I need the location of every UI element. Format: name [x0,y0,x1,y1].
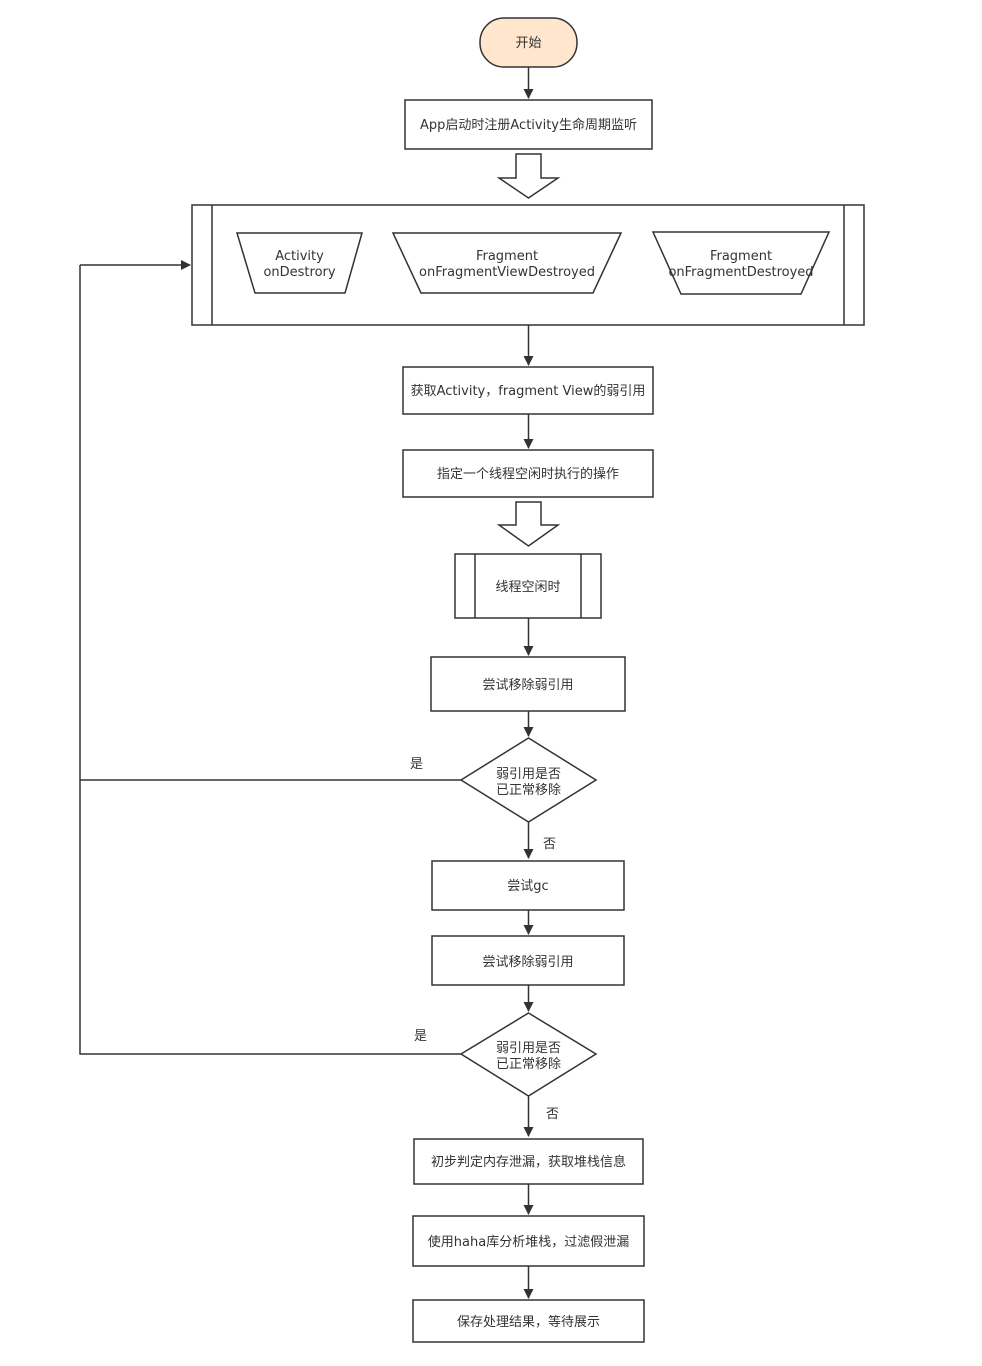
thread-idle-node: 线程空闲时 [454,553,602,619]
decision-2-yes-label: 是 [414,1029,427,1044]
start-label: 开始 [515,36,541,51]
preliminary-label: 初步判定内存泄漏，获取堆栈信息 [431,1154,626,1170]
try-remove-2-node: 尝试移除弱引用 [431,935,625,986]
try-gc-label: 尝试gc [507,879,548,894]
decision-1-node: 弱引用是否 已正常移除 [459,737,598,823]
decision-1-yes-label: 是 [410,757,423,772]
idle-op-node: 指定一个线程空闲时执行的操作 [402,449,654,498]
decision-2-line-2: 已正常移除 [496,1057,561,1072]
fragment-destroyed-node: Fragment onFragmentDestroyed [651,231,831,295]
flow-arrow-2 [496,501,561,547]
try-remove-2-label: 尝试移除弱引用 [482,955,573,970]
fragment-view-destroyed-line-1: Fragment [476,249,538,264]
try-remove-1-node: 尝试移除弱引用 [430,656,626,712]
try-gc-node: 尝试gc [431,860,625,911]
fragment-destroyed-line-2: onFragmentDestroyed [668,265,813,280]
fragment-view-destroyed-line-2: onFragmentViewDestroyed [419,265,595,280]
flow-arrow-1 [496,153,561,199]
decision-2-node: 弱引用是否 已正常移除 [459,1012,598,1097]
decision-1-no-label: 否 [543,837,556,852]
decision-2-line-1: 弱引用是否 [496,1041,561,1056]
activity-ondestroy-line-1: Activity [275,249,324,264]
loop-yes-2 [79,780,461,1055]
try-remove-1-label: 尝试移除弱引用 [482,678,573,693]
get-weak-ref-node: 获取Activity，fragment View的弱引用 [402,366,654,415]
fragment-destroyed-line-1: Fragment [710,249,772,264]
save-node: 保存处理结果，等待展示 [412,1299,645,1343]
register-node: App启动时注册Activity生命周期监听 [404,99,653,150]
thread-idle-label: 线程空闲时 [495,580,560,595]
start-node: 开始 [479,17,578,68]
get-weak-ref-label: 获取Activity，fragment View的弱引用 [411,383,646,399]
analyze-label: 使用haha库分析堆栈，过滤假泄漏 [428,1234,629,1250]
save-label: 保存处理结果，等待展示 [457,1314,600,1330]
decision-2-no-label: 否 [546,1107,559,1122]
preliminary-node: 初步判定内存泄漏，获取堆栈信息 [413,1138,644,1185]
lifecycle-callback-group: Activity onDestrory Fragment onFragmentV… [191,204,865,326]
loop-yes-1 [79,265,461,781]
decision-1-line-2: 已正常移除 [496,783,561,798]
idle-op-label: 指定一个线程空闲时执行的操作 [437,466,619,482]
activity-ondestroy-node: Activity onDestrory [235,232,363,294]
fragment-view-destroyed-node: Fragment onFragmentViewDestroyed [391,232,623,294]
activity-ondestroy-line-2: onDestrory [263,265,335,280]
analyze-node: 使用haha库分析堆栈，过滤假泄漏 [412,1215,645,1267]
register-label: App启动时注册Activity生命周期监听 [420,117,637,133]
decision-1-line-1: 弱引用是否 [496,767,561,782]
